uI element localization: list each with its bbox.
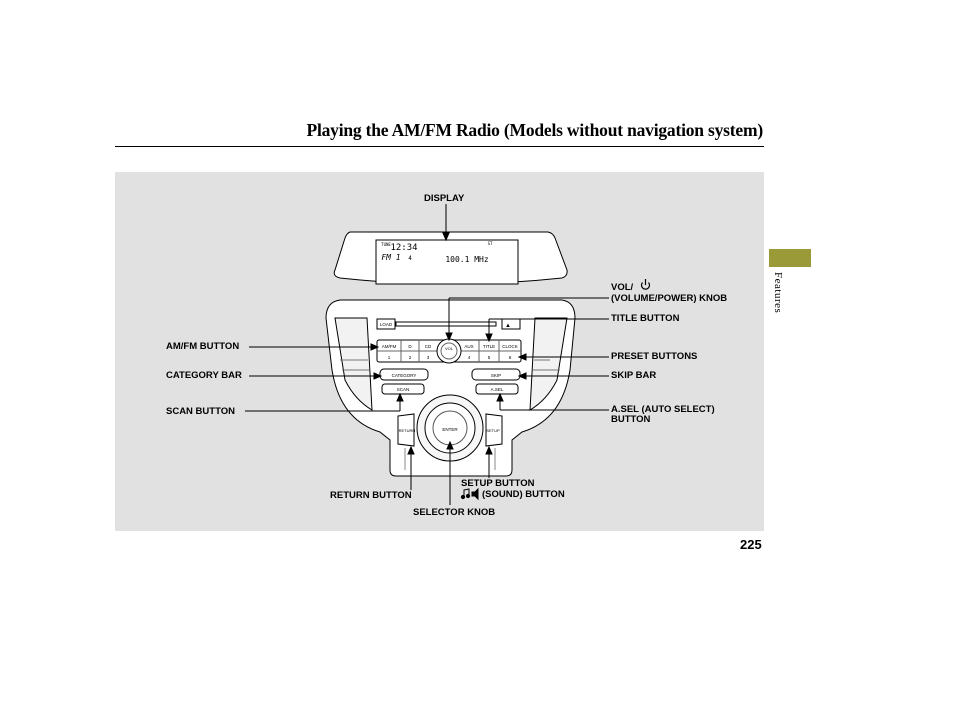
load-label: LOAD: [380, 322, 393, 327]
display-callout: DISPLAY: [424, 193, 465, 204]
vol-label: VOL: [445, 346, 454, 351]
asel-callout-line2: BUTTON: [611, 414, 651, 425]
title-rule: [115, 146, 764, 148]
aux-label: AUX: [464, 344, 473, 349]
load-button: [376, 318, 396, 330]
setup-label: SETUP: [486, 428, 500, 433]
setup-button-callout: SETUP BUTTON: [461, 478, 535, 489]
preset-2: 2: [409, 355, 412, 360]
preset-3: 3: [427, 355, 430, 360]
return-button-callout: RETURN BUTTON: [330, 490, 412, 501]
page-number: 225: [740, 537, 762, 552]
title-button-callout: TITLE BUTTON: [611, 313, 680, 324]
clock-label: CLOCK: [502, 344, 518, 349]
preset-4: 4: [468, 355, 471, 360]
asel-button: [475, 383, 519, 395]
sound-button-callout: (SOUND) BUTTON: [482, 489, 565, 500]
asel-callout-line1: A.SEL (AUTO SELECT): [611, 404, 715, 415]
am-fm-label: AM/FM: [382, 344, 397, 349]
page-title: Playing the AM/FM Radio (Models without …: [306, 120, 763, 140]
scan-button: [381, 383, 425, 395]
return-label: RETURN: [399, 428, 416, 433]
section-tab-marker: [769, 249, 811, 267]
cd-label: CD: [425, 344, 432, 349]
asel-label: A.SEL: [491, 387, 504, 392]
preset-6: 6: [509, 355, 512, 360]
cd-slot: [395, 321, 497, 327]
vol-knob-callout: (VOLUME/POWER) KNOB: [611, 293, 728, 304]
display-clock: 12:34: [390, 243, 417, 253]
left-vent: [334, 317, 373, 411]
skip-bar-callout: SKIP BAR: [611, 370, 657, 381]
scan-button-callout: SCAN BUTTON: [166, 406, 235, 417]
skip-label: SKIP: [491, 373, 501, 378]
power-icon: [640, 279, 651, 290]
category-bar-callout: CATEGORY BAR: [166, 370, 242, 381]
am-fm-button-callout: AM/FM BUTTON: [166, 341, 240, 352]
display-screen: [375, 239, 519, 285]
enter-label: ENTER: [442, 427, 458, 432]
eject-icon: ▲: [505, 323, 511, 329]
preset-1: 1: [388, 355, 391, 360]
display-preset: 4: [408, 255, 412, 262]
skip-bar: [471, 368, 521, 381]
return-button: [397, 413, 415, 447]
vol-callout: VOL/: [611, 282, 634, 293]
display-small-left: TUNE: [381, 242, 391, 247]
display-frequency: 100.1 MHz: [445, 255, 489, 264]
preset-buttons-callout: PRESET BUTTONS: [611, 351, 698, 362]
category-bar: [379, 368, 429, 381]
selector-knob-callout: SELECTOR KNOB: [413, 507, 496, 518]
display-band: FM 1: [381, 253, 400, 262]
setup-button: [485, 413, 503, 447]
sound-icon: [460, 487, 479, 501]
display-small-right: ST: [488, 241, 493, 246]
title-label: TITLE: [483, 344, 495, 349]
preset-5: 5: [488, 355, 491, 360]
category-label: CATEGORY: [392, 373, 417, 378]
button-d-label: D: [408, 344, 412, 349]
scan-label: SCAN: [397, 387, 410, 392]
